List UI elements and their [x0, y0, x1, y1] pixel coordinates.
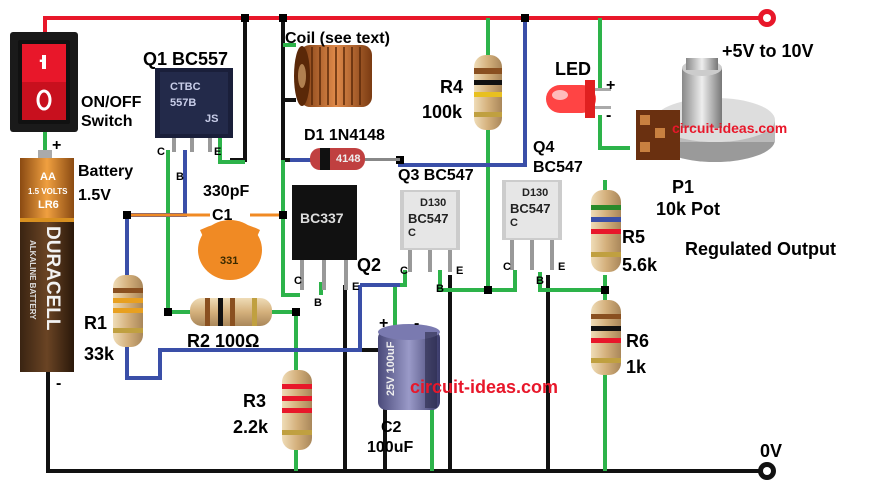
d1-marking: 4148	[336, 153, 361, 165]
led-minus: -	[606, 107, 612, 124]
q1-label: Q1 BC557	[143, 49, 229, 69]
q4-marking-3: C	[510, 217, 518, 229]
watermark-top: circuit-ideas.com	[672, 120, 788, 136]
r3-value: 2.2k	[233, 417, 269, 437]
battery-label-1: Battery	[78, 163, 134, 180]
q4-marking-1: D130	[522, 187, 549, 199]
q1-pin-b: B	[176, 171, 184, 183]
supply-terminal	[758, 9, 776, 27]
c2-marking: 25V 100uF	[385, 341, 397, 396]
q2-pin-b: B	[314, 297, 322, 309]
q3-label: Q3 BC547	[398, 167, 474, 184]
r3-resistor	[282, 370, 312, 450]
q4-pin-b: B	[536, 275, 544, 287]
q3-pin-b: B	[436, 283, 444, 295]
r6-resistor	[591, 300, 621, 375]
c2-plus: +	[379, 315, 389, 332]
d1-label: D1 1N4148	[304, 127, 385, 144]
q2-pin-e: E	[352, 281, 360, 293]
supply-label: +5V to 10V	[722, 41, 814, 61]
battery-plus: +	[52, 137, 62, 154]
c2-capacitor	[378, 324, 440, 410]
on-off-switch	[10, 32, 78, 132]
c1-marking: 331	[220, 255, 239, 267]
r1-label: R1	[84, 313, 108, 333]
q1-marking-2: 557B	[170, 97, 197, 109]
q4-label-2: BC547	[533, 159, 583, 176]
battery	[20, 150, 74, 372]
regulated-output-label: Regulated Output	[685, 239, 836, 259]
r2-label: R2 100Ω	[187, 331, 260, 351]
r5-value: 5.6k	[622, 255, 658, 275]
d1-diode	[310, 148, 400, 170]
q2-pin-c: C	[294, 275, 302, 287]
r1-resistor	[113, 275, 143, 347]
q4-label-1: Q4	[533, 139, 555, 156]
r6-label: R6	[626, 331, 650, 351]
q3-marking-3: C	[408, 227, 416, 239]
q3-pin-e: E	[456, 265, 464, 277]
c1-value: 330pF	[203, 183, 250, 200]
r5-resistor	[591, 190, 621, 272]
p1-label: P1	[672, 177, 695, 197]
c2-value: 100uF	[367, 439, 414, 456]
r6-value: 1k	[626, 357, 647, 377]
led-label: LED	[555, 59, 591, 79]
q3-marking-1: D130	[420, 197, 447, 209]
battery-minus: -	[56, 375, 62, 392]
potentiometer	[636, 58, 775, 162]
watermark-bottom: circuit-ideas.com	[410, 377, 559, 397]
q3-pin-c: C	[400, 265, 408, 277]
battery-label-2: 1.5V	[78, 187, 111, 204]
q4-pin-c: C	[503, 261, 511, 273]
q2-label: Q2	[357, 255, 382, 275]
q3-transistor	[400, 190, 460, 272]
r1-value: 33k	[84, 344, 115, 364]
switch-label-1: ON/OFF	[81, 94, 142, 111]
ground-label: 0V	[760, 441, 783, 461]
led-plus: +	[606, 77, 616, 94]
c1-label: C1	[212, 207, 233, 224]
r5-label: R5	[622, 227, 646, 247]
c2-label: C2	[381, 419, 402, 436]
r4-label: R4	[440, 77, 464, 97]
battery-brand: DURACELL	[42, 226, 63, 331]
supply-wire	[43, 16, 767, 44]
q4-marking-2: BC547	[510, 201, 551, 216]
battery-marking-2: 1.5 VOLTS	[28, 187, 68, 196]
c1-capacitor	[198, 220, 262, 280]
q4-transistor	[502, 180, 562, 270]
coil-label: Coil (see text)	[285, 30, 390, 47]
coil	[294, 45, 372, 107]
q4-pin-e: E	[558, 261, 566, 273]
ground-terminal	[758, 462, 776, 480]
c2-minus: -	[414, 315, 420, 332]
battery-marking-5: ALKALINE BATTERY	[28, 240, 37, 320]
q1-marking-3: JS	[205, 113, 219, 125]
q2-marking: BC337	[300, 210, 344, 226]
battery-marking-1: AA	[40, 171, 56, 183]
r4-value: 100k	[422, 102, 463, 122]
switch-label-2: Switch	[81, 113, 133, 130]
q1-pin-e: E	[214, 146, 222, 158]
led	[546, 80, 611, 118]
q1-transistor	[155, 68, 233, 152]
battery-marking-3: LR6	[38, 199, 59, 211]
q2-transistor	[292, 185, 357, 290]
q1-marking-1: CTBC	[170, 81, 201, 93]
r3-label: R3	[243, 391, 267, 411]
r4-resistor	[474, 55, 502, 130]
q1-pin-c: C	[157, 146, 165, 158]
q3-marking-2: BC547	[408, 211, 449, 226]
p1-value: 10k Pot	[656, 199, 721, 219]
r2-resistor	[190, 298, 272, 326]
switch-on-mark: -	[39, 49, 46, 71]
